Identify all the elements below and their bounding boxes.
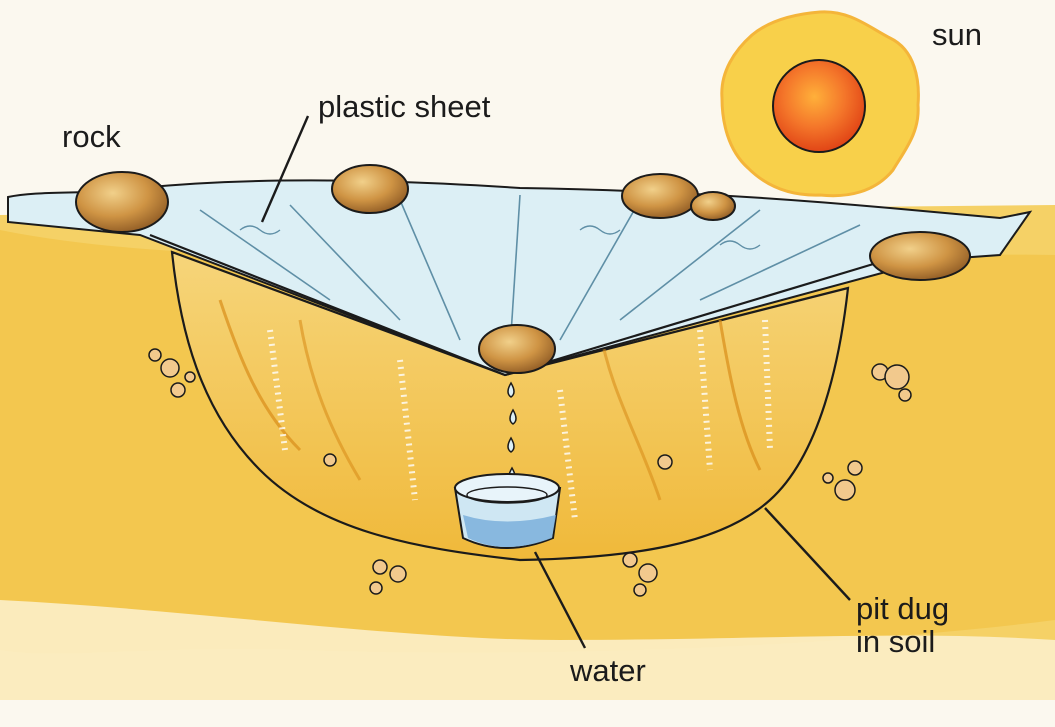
rock-icon: [76, 172, 168, 232]
rock-icon: [870, 232, 970, 280]
label-rock: rock: [62, 120, 121, 153]
rock-icon: [479, 325, 555, 373]
water-container-icon: [455, 474, 560, 548]
label-plastic-sheet: plastic sheet: [318, 90, 490, 123]
rock-icon: [691, 192, 735, 220]
rock-icon: [622, 174, 698, 218]
label-pit-dug-in-soil: pit dug in soil: [856, 592, 949, 659]
label-sun: sun: [932, 18, 982, 51]
label-water: water: [570, 654, 646, 687]
sun-icon: [722, 12, 919, 196]
label-pit-line-1: pit dug: [856, 592, 949, 625]
label-pit-line-2: in soil: [856, 625, 949, 658]
rock-icon: [332, 165, 408, 213]
